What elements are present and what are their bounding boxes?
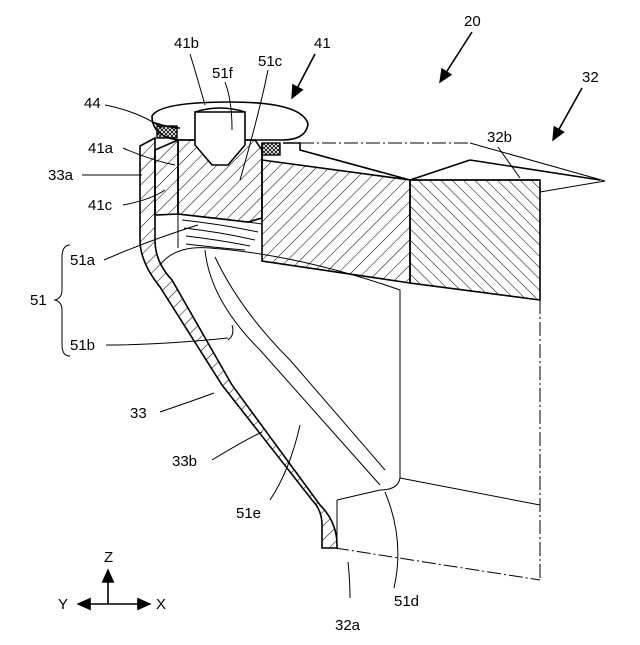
label-51a: 51a	[70, 252, 96, 269]
label-51e: 51e	[236, 505, 261, 522]
label-51: 51	[30, 292, 47, 309]
label-41a: 41a	[88, 140, 114, 157]
label-33b: 33b	[172, 453, 197, 470]
axis-y-label: Y	[58, 596, 68, 613]
label-20: 20	[464, 13, 481, 30]
label-32a: 32a	[335, 617, 361, 634]
label-51b: 51b	[70, 337, 95, 354]
axis-x-label: X	[156, 596, 166, 613]
label-33a: 33a	[48, 167, 74, 184]
label-41c: 41c	[88, 197, 113, 214]
label-32: 32	[582, 69, 599, 86]
axis-z-label: Z	[104, 549, 113, 566]
label-51c: 51c	[258, 53, 283, 70]
reference-labels: 20 32 32b 41 41b 51f 51c 44 41a 33a 41c …	[30, 13, 599, 634]
label-41: 41	[314, 35, 331, 52]
label-51f: 51f	[212, 65, 234, 82]
leader-lines	[55, 32, 582, 598]
label-44: 44	[84, 95, 101, 112]
label-32b: 32b	[487, 129, 512, 146]
label-41b: 41b	[174, 35, 199, 52]
label-33: 33	[130, 405, 147, 422]
axis-indicator: Z Y X	[58, 549, 166, 613]
housing-32-top-block	[262, 143, 605, 300]
label-51d: 51d	[394, 593, 419, 610]
